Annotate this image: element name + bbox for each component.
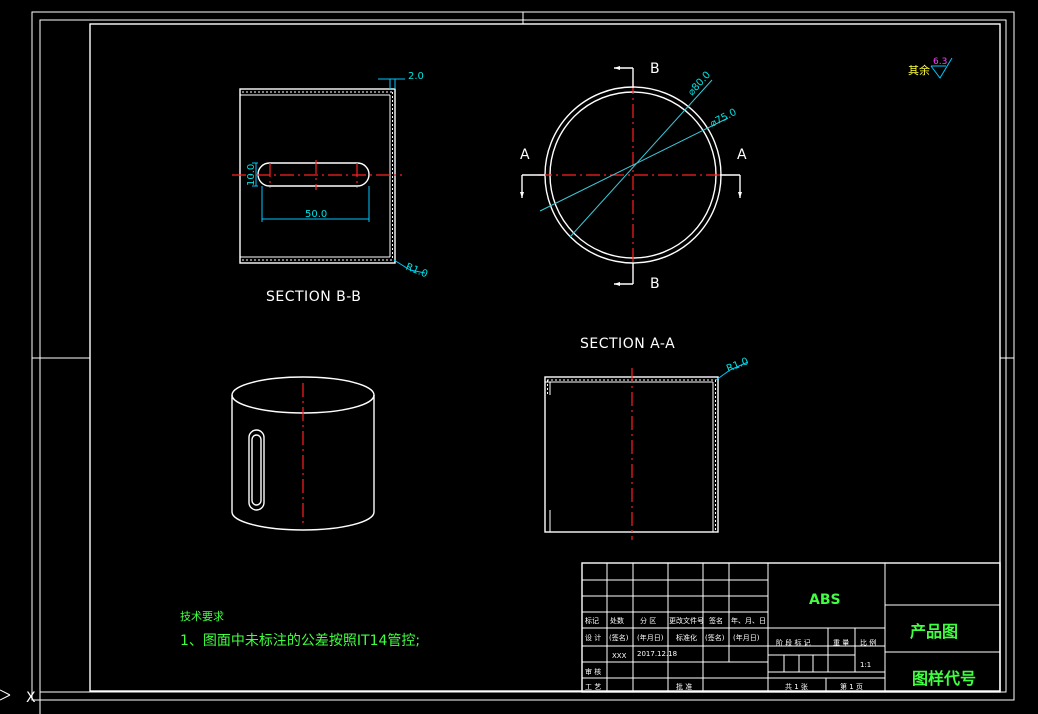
- tb-designer: XXX: [612, 652, 627, 660]
- tb-design-label: 设 计: [585, 633, 601, 642]
- label-a-right: A: [737, 147, 747, 163]
- tb-review-label: 审 核: [585, 667, 601, 676]
- tb-design-sign: (签名): [609, 633, 629, 642]
- tech-req-item-1: 1、图面中未标注的公差按照IT14管控;: [180, 633, 420, 649]
- dim-inner-diameter: ⌀75.0: [708, 107, 738, 130]
- dim-wall-thickness: 2.0: [408, 71, 424, 82]
- ucs-axis-icon: X: [0, 660, 41, 714]
- section-bb-caption: SECTION B-B: [266, 289, 361, 305]
- tb-weight-label: 重 量: [833, 639, 849, 647]
- section-aa-view[interactable]: SECTION A-A R1.0: [544, 336, 750, 540]
- tb-design-date-value: 2017.12.18: [637, 650, 677, 658]
- label-a-left: A: [520, 147, 530, 163]
- tb-approve-label: 批 准: [676, 682, 692, 691]
- section-aa-caption: SECTION A-A: [580, 336, 675, 352]
- tb-header-signature: 签名: [709, 616, 723, 625]
- tb-scale-label: 比 例: [860, 638, 876, 647]
- tb-header-count: 处数: [610, 616, 624, 625]
- iso-bottom-arc: [231, 511, 375, 531]
- technical-requirements: 技术要求 1、图面中未标注的公差按照IT14管控;: [180, 610, 420, 649]
- dim-slot-length: 50.0: [305, 209, 327, 220]
- sheet-frame: [31, 11, 1015, 701]
- tb-header-zone: 分 区: [640, 616, 656, 625]
- tb-drawing-number-label: 图样代号: [912, 669, 976, 688]
- tb-standard-date: (年月日): [733, 633, 760, 642]
- iso-slot: [248, 429, 265, 511]
- tb-design-date: (年月日): [637, 633, 664, 642]
- tb-product-name: 产品图: [910, 622, 958, 641]
- tb-process-label: 工 艺: [585, 683, 601, 691]
- top-circle-view[interactable]: ⌀80.0 ⌀75.0 B B A A: [520, 61, 747, 292]
- title-block[interactable]: 标记 处数 分 区 更改文件号 签名 年、月、日 设 计 (签名) (年月日) …: [581, 562, 1001, 693]
- tb-sheets-total: 共 1 张: [785, 682, 808, 691]
- surface-finish-label: 其余: [908, 63, 930, 77]
- ucs-x-label: X: [26, 690, 36, 706]
- dim-slot-height: 10.0: [246, 164, 257, 186]
- label-b-top: B: [650, 61, 660, 77]
- label-b-bottom: B: [650, 276, 660, 292]
- tb-sheet-number: 第 1 页: [840, 682, 863, 691]
- isometric-view[interactable]: [231, 376, 375, 531]
- surface-finish-symbol: 其余 6.3: [908, 57, 953, 79]
- tb-header-change-doc: 更改文件号: [669, 616, 704, 625]
- section-bb-view[interactable]: 50.0 10.0 2.0 R1.0 SECTION B-B: [232, 71, 429, 305]
- dim-radius-aa: R1.0: [725, 356, 750, 375]
- tb-material: ABS: [809, 592, 841, 608]
- surface-finish-value: 6.3: [933, 57, 947, 67]
- dim-radius-bb: R1.0: [404, 262, 429, 281]
- tb-standard-label: 标准化: [676, 633, 697, 642]
- tb-scale-value: 1:1: [860, 661, 871, 669]
- tb-stage-label: 阶 段 标 记: [776, 638, 811, 647]
- tech-req-title: 技术要求: [180, 610, 224, 623]
- tb-standard-sign: (签名): [705, 633, 725, 642]
- tb-header-mark: 标记: [585, 616, 599, 625]
- tb-header-date: 年、月、日: [731, 616, 766, 625]
